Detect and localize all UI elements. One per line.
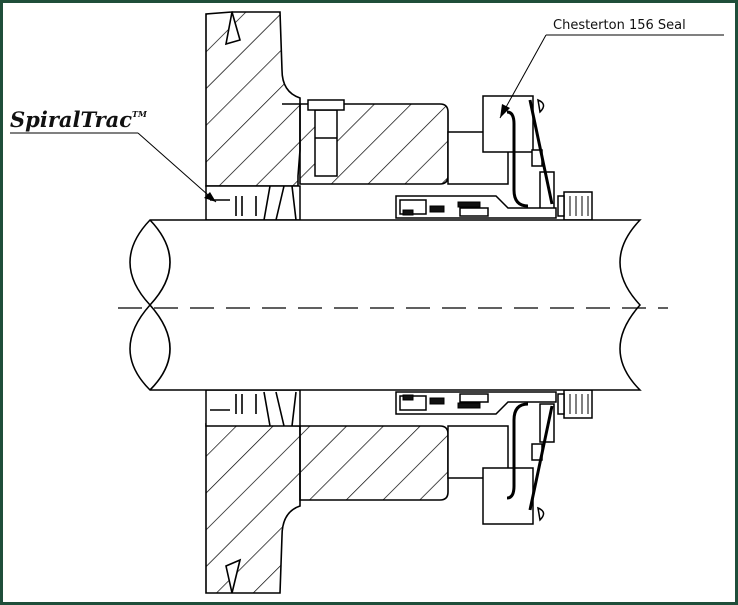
spiraltrac-label: SpiralTracTM <box>10 107 148 132</box>
leader-spiraltrac <box>10 132 217 203</box>
collar-bottom <box>557 389 593 419</box>
seal-sleeve-top <box>395 195 557 219</box>
spiraltrac-brand: SpiralTrac <box>10 107 132 132</box>
seal-spring <box>506 99 554 511</box>
seal-sleeve-bottom <box>395 391 557 415</box>
spiraltrac-trademark: TM <box>132 109 148 119</box>
housing-bottom <box>205 423 449 594</box>
housing-top <box>205 11 449 187</box>
spiraltrac-bushing-top <box>205 185 301 221</box>
collar-top <box>557 191 593 221</box>
spiraltrac-bushing-bottom <box>205 389 301 427</box>
seal-gland-bottom <box>447 403 555 525</box>
shaft <box>129 219 642 391</box>
seal-gland-top <box>447 95 555 211</box>
leader-seal <box>499 34 724 119</box>
seal-label: Chesterton 156 Seal <box>553 18 686 33</box>
